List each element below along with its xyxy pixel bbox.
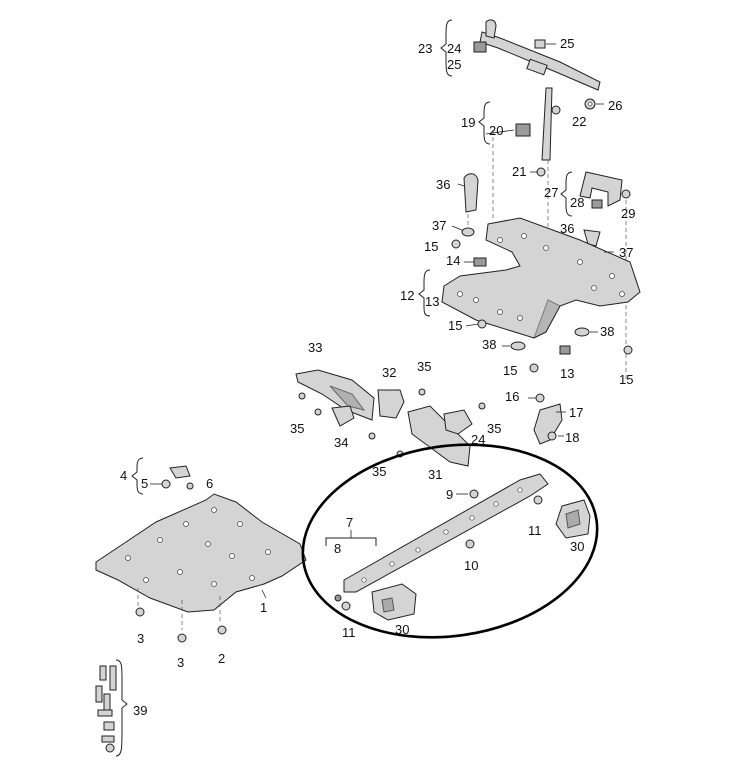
part-label-15: 15 — [448, 318, 462, 333]
part-label-10: 10 — [464, 558, 478, 573]
part-label-15: 15 — [503, 363, 517, 378]
part-label-30: 30 — [395, 622, 409, 637]
part-label-11: 11 — [528, 523, 542, 538]
part-label-13: 13 — [560, 366, 574, 381]
part-label-36: 36 — [560, 221, 574, 236]
part-label-12: 12 — [400, 288, 414, 303]
part-label-17: 17 — [569, 405, 583, 420]
part-label-15: 15 — [619, 372, 633, 387]
part-label-35: 35 — [372, 464, 386, 479]
strut-19 — [492, 87, 561, 230]
part-label-37: 37 — [432, 218, 446, 233]
part-label-31: 31 — [428, 467, 442, 482]
part-label-15: 15 — [424, 239, 438, 254]
support-rail — [473, 19, 604, 110]
part-label-37: 37 — [619, 245, 633, 260]
part-label-5: 5 — [141, 476, 148, 491]
part-label-35: 35 — [487, 421, 501, 436]
bracket-4 — [150, 465, 194, 490]
part-label-3: 3 — [137, 631, 144, 646]
part-label-30: 30 — [570, 539, 584, 554]
part-label-25: 25 — [560, 36, 574, 51]
part-label-20: 20 — [489, 123, 503, 138]
part-label-24: 24 — [471, 432, 485, 447]
rail-7 — [334, 473, 591, 621]
part-label-4: 4 — [120, 468, 127, 483]
part-label-11: 11 — [342, 625, 356, 640]
part-label-13: 13 — [425, 294, 439, 309]
part-label-8: 8 — [334, 541, 341, 556]
part-label-19: 19 — [461, 115, 475, 130]
part-label-38: 38 — [482, 337, 496, 352]
part-label-18: 18 — [565, 430, 579, 445]
label-braces — [115, 19, 573, 757]
part-label-16: 16 — [505, 389, 519, 404]
part-label-24: 24 — [447, 41, 461, 56]
part-label-23: 23 — [418, 41, 432, 56]
part-label-29: 29 — [621, 206, 635, 221]
part-label-21: 21 — [512, 164, 526, 179]
panel-12 — [441, 217, 641, 373]
part-label-6: 6 — [206, 476, 213, 491]
part-label-32: 32 — [382, 365, 396, 380]
part-label-26: 26 — [608, 98, 622, 113]
leader-lines — [261, 129, 614, 599]
part-label-7: 7 — [346, 515, 353, 530]
part-label-9: 9 — [446, 487, 453, 502]
part-label-3: 3 — [177, 655, 184, 670]
part-label-28: 28 — [570, 195, 584, 210]
part-label-33: 33 — [308, 340, 322, 355]
part-label-34: 34 — [334, 435, 348, 450]
part-label-27: 27 — [544, 185, 558, 200]
part-number-labels: 23 24 25 25 26 19 20 22 21 27 28 29 36 3… — [120, 36, 635, 718]
part-label-36: 36 — [436, 177, 450, 192]
part-label-38: 38 — [600, 324, 614, 339]
part-label-22: 22 — [572, 114, 586, 129]
heat-shields — [295, 369, 486, 467]
screw-set-39 — [95, 665, 117, 753]
panel-1 — [95, 493, 307, 643]
bracket-17 — [533, 393, 563, 445]
highlight-ellipse — [301, 443, 599, 639]
bracket-27 — [579, 171, 631, 380]
part-label-35: 35 — [417, 359, 431, 374]
part-label-39: 39 — [133, 703, 147, 718]
part-label-2: 2 — [218, 651, 225, 666]
part-label-25: 25 — [447, 57, 461, 72]
part-label-14: 14 — [446, 253, 460, 268]
part-label-35: 35 — [290, 421, 304, 436]
part-label-1: 1 — [260, 600, 267, 615]
